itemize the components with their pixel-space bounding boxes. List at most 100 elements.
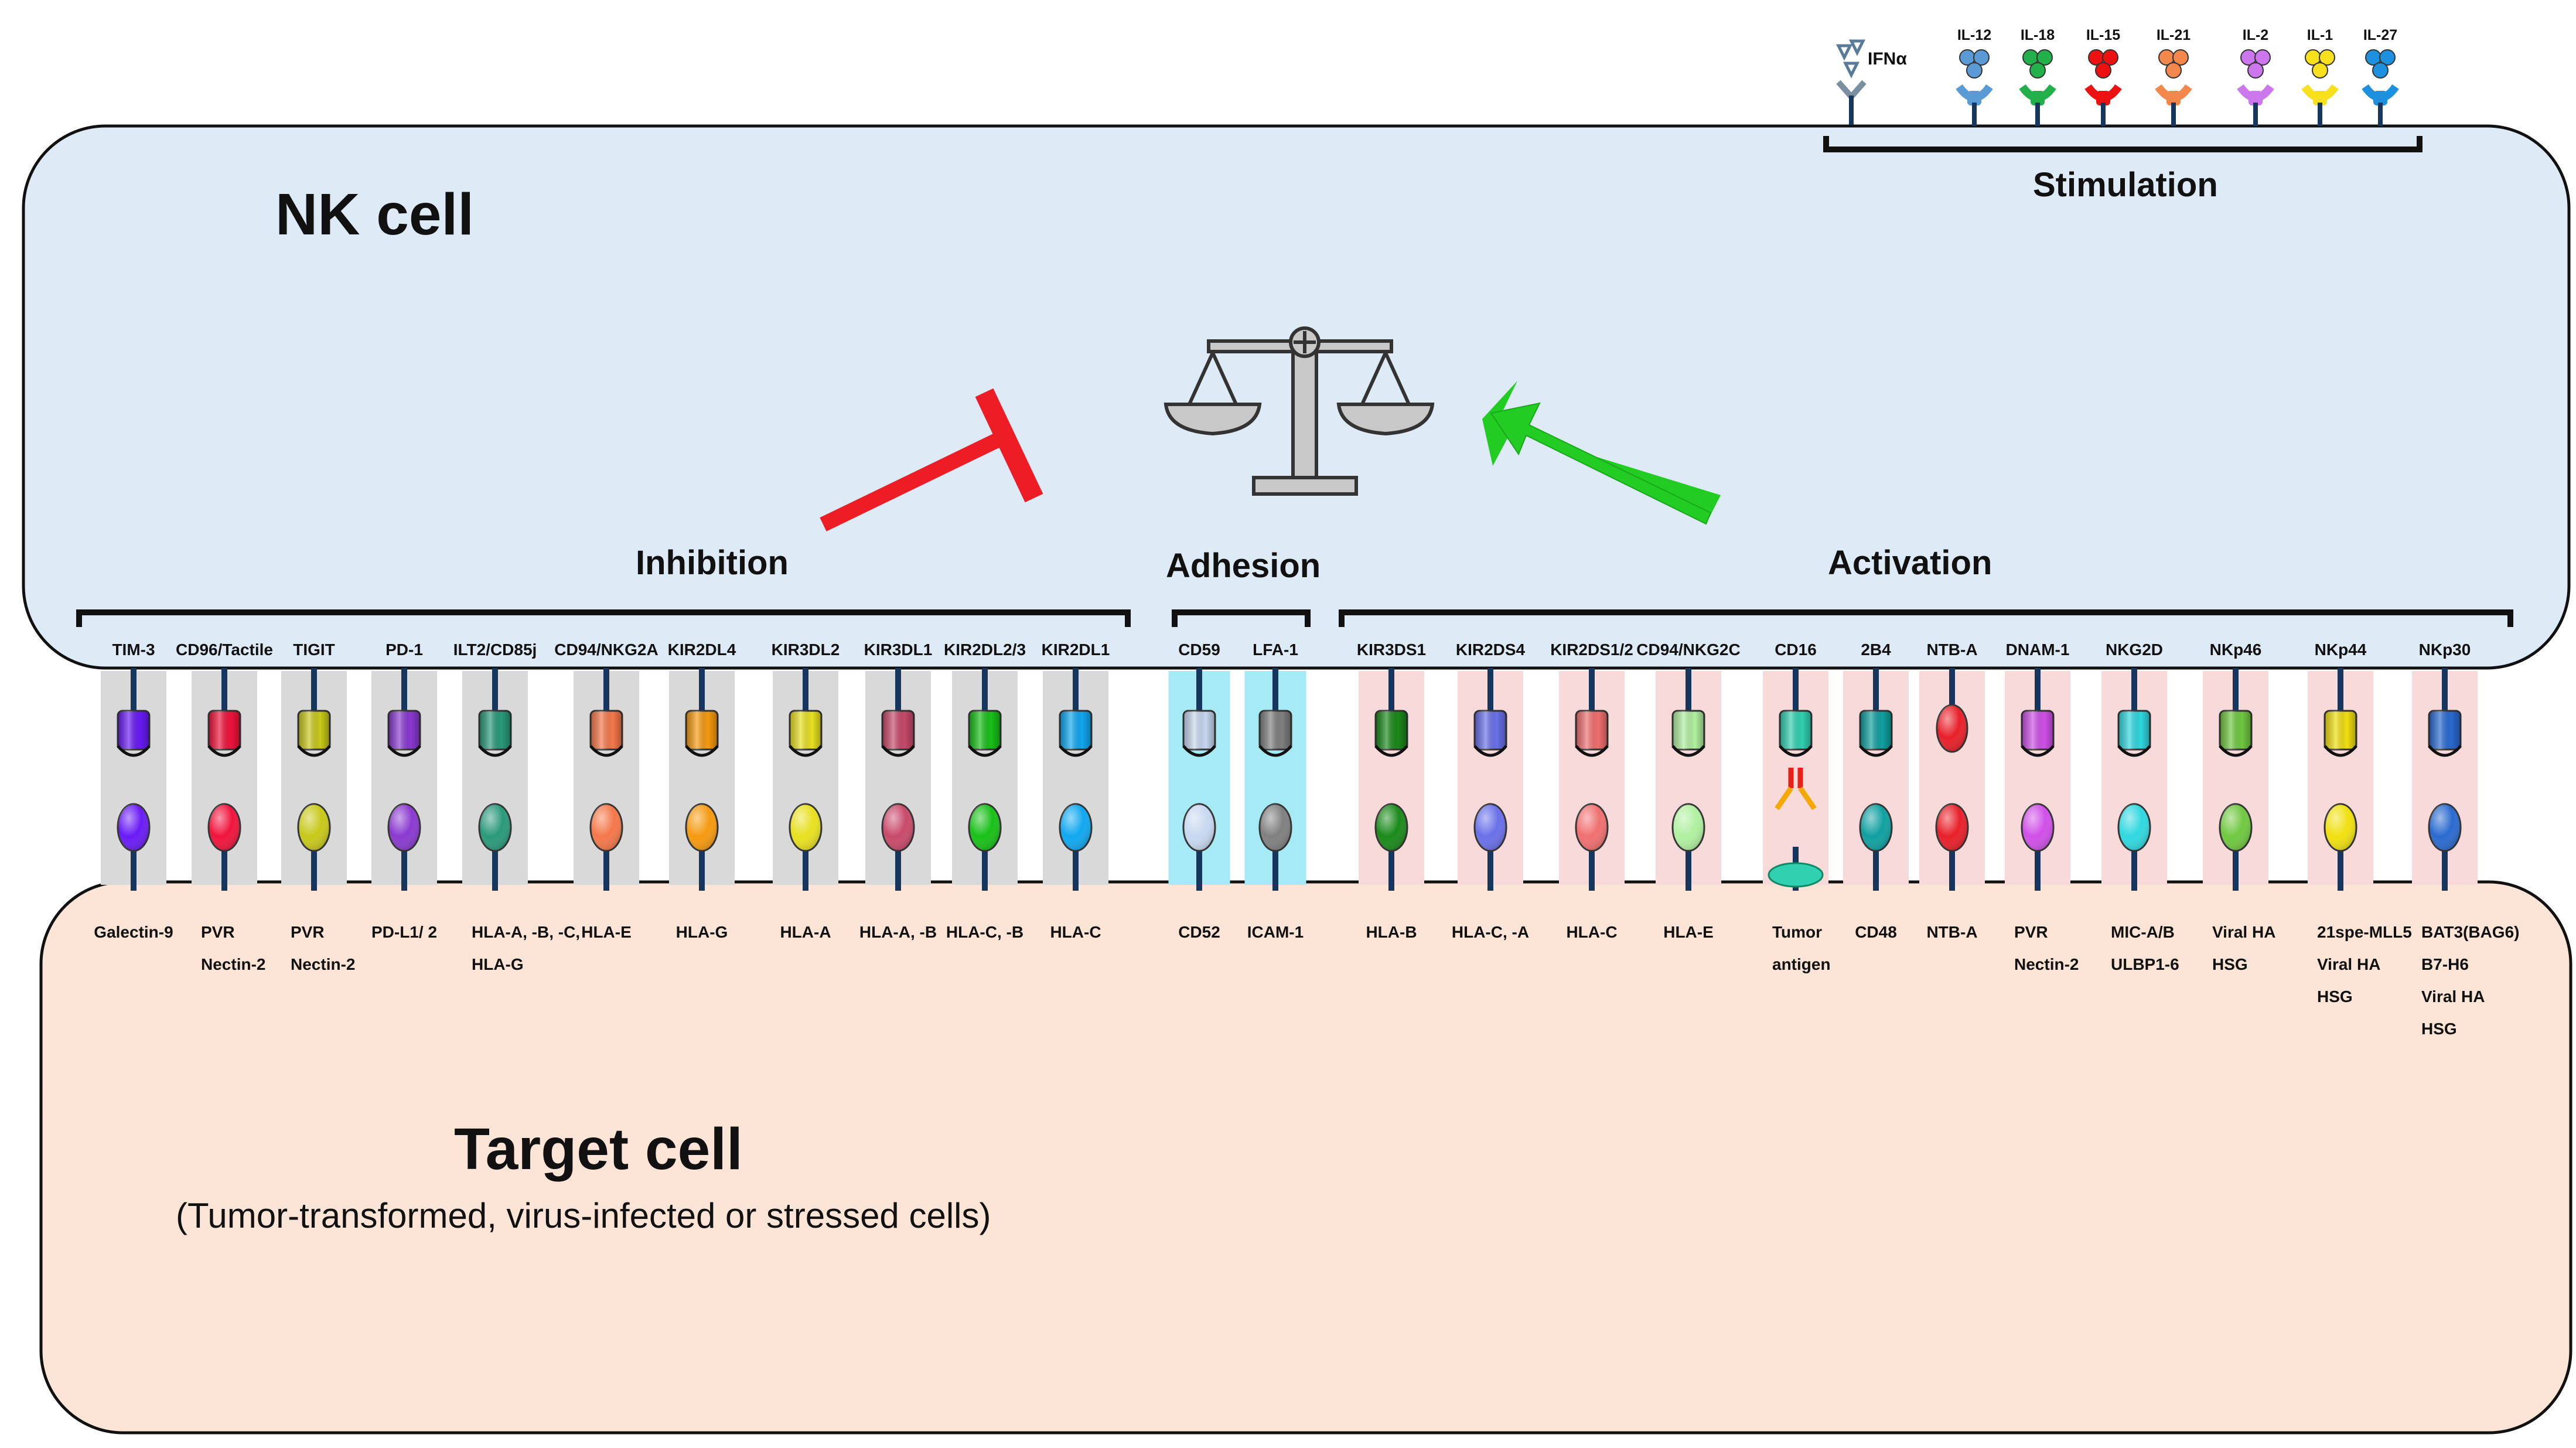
- activation-label: Activation: [1828, 544, 1992, 582]
- ligand-label: PD-L1/ 2: [371, 923, 437, 941]
- receptor-head-shine: [1576, 711, 1608, 749]
- ligand-stalk: [1487, 847, 1493, 891]
- ligand-oval-shine: [1260, 804, 1291, 851]
- receptor-label: PD-1: [385, 640, 423, 659]
- ligand-oval-shine: [298, 804, 330, 851]
- activation-bracket: [1339, 609, 2513, 627]
- receptor-head-shine: [2022, 711, 2053, 749]
- receptor-label: KIR2DL2/3: [944, 640, 1026, 659]
- ligand-label: Viral HA: [2212, 923, 2275, 941]
- ligand-oval-shine: [388, 804, 420, 851]
- receptor-cup: [881, 745, 915, 757]
- receptor-cup: [1779, 745, 1813, 757]
- ligand-stalk: [492, 847, 498, 891]
- ligand-label: ICAM-1: [1247, 923, 1304, 941]
- ligand-oval-shine: [969, 804, 1001, 851]
- receptor-head-shine: [2429, 711, 2461, 749]
- receptor-head-shine: [2325, 711, 2356, 749]
- receptor-cup: [589, 745, 623, 757]
- ligand-stalk: [603, 847, 609, 891]
- ligand-stalk: [2338, 847, 2343, 891]
- receptor-head-shine: [1260, 711, 1291, 749]
- stimulation-label: Stimulation: [2033, 166, 2218, 204]
- balance-scale-icon: [1164, 326, 1435, 496]
- ligand-stalk: [1272, 847, 1278, 891]
- receptor-stalk: [1272, 668, 1278, 715]
- receptor-cup: [1182, 745, 1216, 757]
- receptor-label: CD59: [1178, 640, 1220, 659]
- receptor-stalk: [895, 668, 901, 715]
- cytokine-il-1-icon: IL-1: [2301, 27, 2339, 126]
- ligand-stalk: [401, 847, 407, 891]
- receptor-stalk: [131, 668, 137, 715]
- ligand-stalk: [1949, 847, 1955, 891]
- receptor-label: CD94/NKG2A: [554, 640, 658, 659]
- receptor-label: LFA-1: [1253, 640, 1298, 659]
- ligand-label: HLA-C: [1050, 923, 1101, 941]
- ligand-label: CD48: [1855, 923, 1897, 941]
- ligand-label: ULBP1-6: [2111, 955, 2179, 973]
- receptor-head-shine: [388, 711, 420, 749]
- ligand-label: HLA-A: [780, 923, 831, 941]
- receptor-stalk: [1949, 668, 1955, 715]
- receptor-stalk: [1686, 668, 1691, 715]
- receptor-cup: [1575, 745, 1609, 757]
- receptor-cup: [968, 745, 1002, 757]
- cytokine-label: IL-18: [2021, 27, 2055, 43]
- ligand-oval-shine: [2220, 804, 2251, 851]
- cytokine-label: IFNα: [1868, 49, 1907, 69]
- ligand-oval-shine: [1183, 804, 1215, 851]
- receptor-cup: [2323, 745, 2357, 757]
- cytokine-label: IL-15: [2086, 27, 2120, 43]
- target-cell-subtitle: (Tumor-transformed, virus-infected or st…: [176, 1196, 991, 1235]
- ligand-label: PVR: [201, 923, 235, 941]
- ligand-oval-shine: [118, 804, 149, 851]
- receptor-cup: [1671, 745, 1705, 757]
- ligand-label: PVR: [291, 923, 325, 941]
- ligand-label: Galectin-9: [94, 923, 173, 941]
- cytokine-il-18-icon: IL-18: [2019, 27, 2056, 126]
- ligand-oval-shine: [1376, 804, 1407, 851]
- receptor-label: CD96/Tactile: [176, 640, 273, 659]
- receptor-stalk: [401, 668, 407, 715]
- cytokine-label: IL-21: [2157, 27, 2191, 43]
- receptor-label: TIM-3: [112, 640, 155, 659]
- receptor-stalk: [2442, 668, 2448, 715]
- ligand-stalk: [1073, 847, 1079, 891]
- receptor-cup: [2219, 745, 2253, 757]
- cytokine-ifn--icon: IFNα: [1835, 39, 1907, 125]
- ligand-oval-shine: [1860, 804, 1892, 851]
- receptor-head-shine: [790, 711, 821, 749]
- ligand-label: Viral HA: [2421, 987, 2485, 1006]
- receptor-cup: [207, 745, 241, 757]
- receptor-head-shine: [209, 711, 240, 749]
- ligand-oval-shine: [2022, 804, 2053, 851]
- receptor-head-shine: [1780, 711, 1811, 749]
- receptor-label: 2B4: [1861, 640, 1891, 659]
- receptor-layer: TIM-3Galectin-9CD96/TactilePVRNectin-2TI…: [94, 640, 2519, 1038]
- ligand-label: 21spe-MLL5: [2317, 923, 2412, 941]
- receptor-stalk: [1196, 668, 1202, 715]
- receptor-label: NKp46: [2210, 640, 2262, 659]
- ligand-stalk: [2035, 847, 2041, 891]
- ligand-label: HSG: [2317, 987, 2353, 1006]
- receptor-head-shine: [1376, 711, 1407, 749]
- ligand-stalk: [1686, 847, 1691, 891]
- ligand-oval-shine: [209, 804, 240, 851]
- receptor-head-shine: [1860, 711, 1892, 749]
- cytokine-label: IL-2: [2243, 27, 2268, 43]
- receptor-stalk: [1793, 668, 1799, 715]
- ligand-oval-shine: [479, 804, 511, 851]
- ligand-stalk: [803, 847, 808, 891]
- receptor-stalk: [2233, 668, 2239, 715]
